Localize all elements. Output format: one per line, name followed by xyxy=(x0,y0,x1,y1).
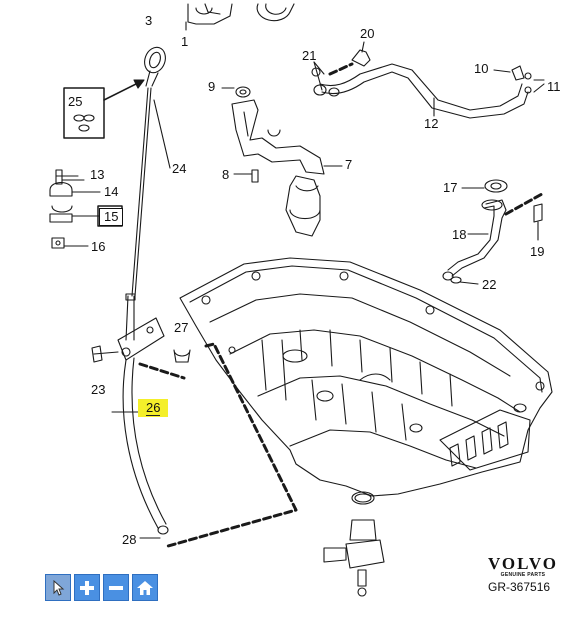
callout-21: 21 xyxy=(302,48,317,63)
home-button[interactable] xyxy=(132,574,158,601)
brand-tagline: GENUINE PARTS xyxy=(500,572,546,578)
callout-22: 22 xyxy=(482,277,497,292)
callout-18: 18 xyxy=(452,227,467,242)
callout-26-text: 26 xyxy=(146,400,161,416)
callout-27: 27 xyxy=(174,320,189,335)
home-icon xyxy=(137,580,153,595)
oil-separator xyxy=(221,86,343,237)
callout-11: 11 xyxy=(547,79,561,94)
callout-14: 14 xyxy=(104,184,119,199)
callout-15: 15 xyxy=(99,208,124,226)
callout-13: 13 xyxy=(90,167,105,182)
callout-3: 3 xyxy=(145,13,153,28)
callout-12: 12 xyxy=(424,116,439,131)
pointer-button[interactable] xyxy=(45,574,71,601)
callout-24: 24 xyxy=(172,161,187,176)
minus-icon xyxy=(109,585,123,590)
brand-logo: VOLVO GENUINE PARTS xyxy=(486,554,560,578)
callout-26-highlighted[interactable]: 26 xyxy=(138,399,169,417)
pointer-icon xyxy=(53,579,65,596)
callout-10: 10 xyxy=(474,61,489,76)
part-1-top-fragment xyxy=(185,3,295,31)
oil-pan xyxy=(179,257,553,497)
dashed-leaders xyxy=(138,62,544,548)
callout-23: 23 xyxy=(91,382,106,397)
oil-level-sensor xyxy=(323,491,385,597)
brand-name: VOLVO xyxy=(487,554,559,573)
callout-19: 19 xyxy=(530,244,545,259)
callout-9: 9 xyxy=(208,79,216,94)
callout-16: 16 xyxy=(91,239,106,254)
zoom-toolbar xyxy=(45,574,158,601)
oil-pipe xyxy=(311,41,545,119)
zoom-in-button[interactable] xyxy=(74,574,100,601)
callout-28: 28 xyxy=(122,532,137,547)
callout-1: 1 xyxy=(181,34,189,49)
callout-25: 25 xyxy=(68,94,83,109)
dipstick-tube xyxy=(91,293,191,539)
zoom-out-button[interactable] xyxy=(103,574,129,601)
callout-7: 7 xyxy=(345,157,353,172)
plus-icon xyxy=(80,580,94,595)
reference-number: GR-367516 xyxy=(488,580,551,594)
callout-20: 20 xyxy=(360,26,375,41)
dipstick xyxy=(131,46,171,297)
return-pipe xyxy=(442,179,543,285)
callout-17: 17 xyxy=(443,180,458,195)
callout-8: 8 xyxy=(222,167,230,182)
callout-25-box xyxy=(63,79,145,139)
